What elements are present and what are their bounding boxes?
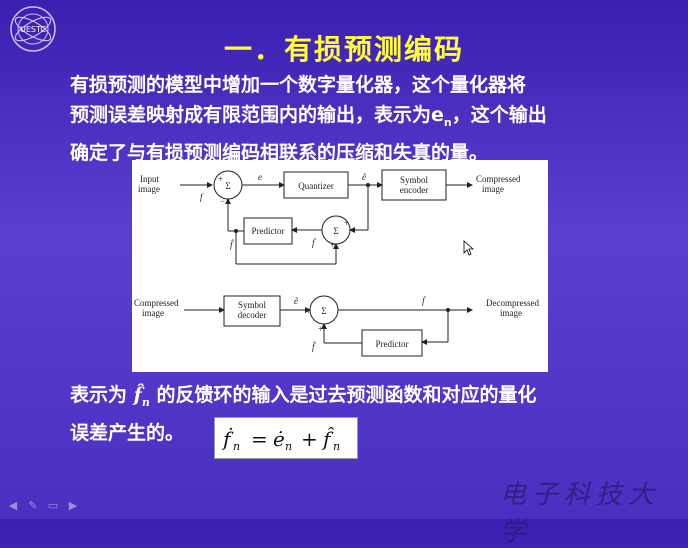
svg-text:image: image [482, 184, 504, 194]
svg-text:ê: ê [294, 296, 298, 306]
svg-text:Input: Input [140, 174, 159, 184]
para1-line3: 确定了与有损预测编码相联系的压缩和失真的量。 [70, 141, 489, 164]
svg-text:f: f [200, 192, 204, 202]
svg-text:ḟ: ḟ [422, 296, 426, 306]
para2-line1: 表示为 f̂n 的反馈环的输入是过去预测函数和对应的量化 [70, 384, 537, 409]
uestc-logo: UESTC [10, 6, 56, 52]
svg-text:decoder: decoder [238, 310, 266, 320]
next-icon[interactable]: ▶ [68, 499, 78, 512]
slide-title: 一．有损预测编码 [223, 33, 464, 66]
pen-icon[interactable]: ✎ [28, 499, 38, 512]
menu-icon[interactable]: ▭ [47, 499, 59, 512]
svg-text:Compressed: Compressed [134, 298, 179, 308]
slide-nav: ◀ ✎ ▭ ▶ [6, 500, 80, 512]
svg-text:Σ: Σ [333, 226, 338, 236]
university-name: 电子科技大学 [500, 480, 661, 547]
svg-text:Decompressed: Decompressed [486, 298, 539, 308]
mouse-cursor-icon [463, 240, 475, 256]
svg-text:Σ: Σ [225, 181, 230, 191]
feedback-paragraph: 表示为 f̂n 的反馈环的输入是过去预测函数和对应的量化 误差产生的。 [70, 380, 670, 448]
logo-text: UESTC [20, 25, 46, 34]
svg-text:ê: ê [362, 172, 366, 182]
svg-text:encoder: encoder [400, 185, 428, 195]
svg-text:Compressed: Compressed [476, 174, 521, 184]
svg-text:+: + [330, 240, 335, 250]
svg-text:+: + [301, 427, 318, 451]
svg-text:Quantizer: Quantizer [298, 181, 333, 191]
svg-text:+: + [344, 218, 349, 228]
svg-text:image: image [500, 308, 522, 318]
svg-text:n: n [285, 440, 292, 453]
svg-text:−: − [220, 196, 225, 206]
svg-text:Predictor: Predictor [376, 339, 409, 349]
svg-text:image: image [138, 184, 160, 194]
svg-text:Σ: Σ [321, 306, 326, 316]
svg-text:ė: ė [273, 427, 285, 451]
svg-text:ḟ: ḟ [312, 238, 316, 248]
svg-text:Symbol: Symbol [238, 300, 267, 310]
svg-text:Predictor: Predictor [252, 226, 285, 236]
svg-text:e: e [258, 172, 262, 182]
svg-text:+: + [218, 174, 223, 184]
svg-text:n: n [233, 440, 240, 453]
svg-text:f̂: f̂ [230, 239, 234, 250]
svg-text:+: + [318, 324, 323, 334]
para1-line2: 预测误差映射成有限范围内的输出，表示为en，这个输出 [70, 104, 547, 129]
svg-text:=: = [251, 427, 268, 451]
para1-line1: 有损预测的模型中增加一个数字量化器，这个量化器将 [70, 74, 527, 96]
svg-text:f̂: f̂ [312, 341, 316, 352]
svg-text:image: image [142, 308, 164, 318]
svg-text:Symbol: Symbol [400, 175, 429, 185]
prev-icon[interactable]: ◀ [8, 499, 18, 512]
block-diagram: Input image Σ + − Quantizer Symbol encod… [132, 160, 548, 372]
svg-text:n: n [333, 440, 340, 453]
intro-paragraph: 有损预测的模型中增加一个数字量化器，这个量化器将 预测误差映射成有限范围内的输出… [70, 70, 670, 168]
para2-line2: 误差产生的。 [70, 421, 185, 444]
svg-text:+: + [306, 306, 311, 316]
